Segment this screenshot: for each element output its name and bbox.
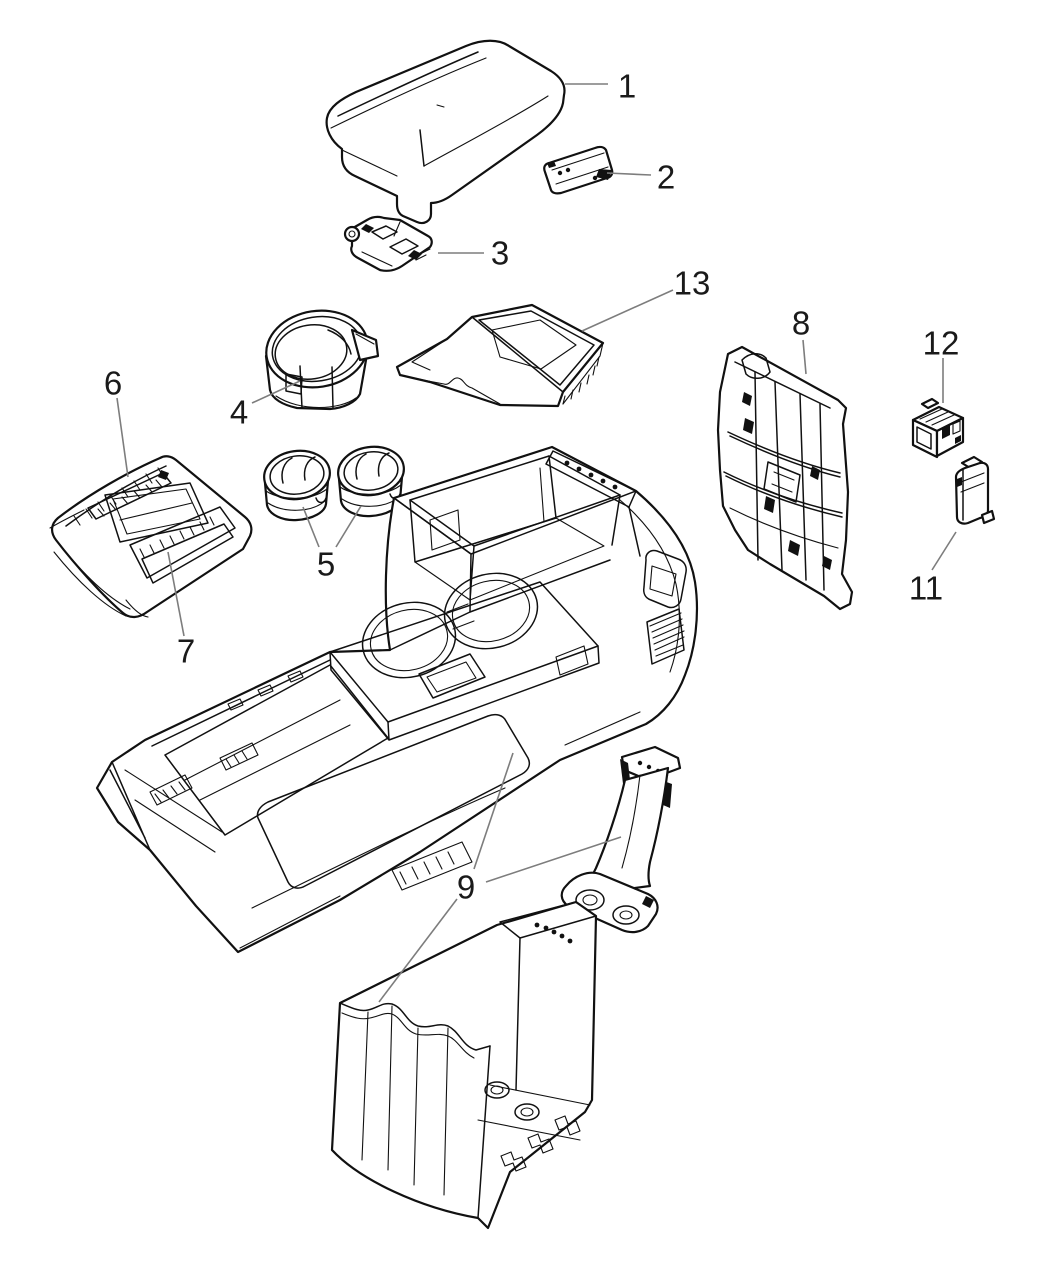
callout-2-label: 2 [657, 159, 675, 196]
callout-5-leader-1 [335, 505, 362, 548]
part-cupholder-insert-drawing [264, 309, 380, 411]
callout-9-leader-2 [378, 898, 458, 1003]
part-rear-trim-panel-drawing [716, 345, 854, 611]
callout-4-label: 4 [230, 394, 248, 431]
part-console-body-drawing [95, 445, 699, 954]
callout-5-label: 5 [317, 546, 335, 583]
callout-1-label: 1 [618, 68, 636, 105]
callout-9-leader-0 [473, 752, 514, 870]
part-power-outlet-connector-drawing [911, 397, 965, 459]
part-front-tray-bezel-drawing [49, 455, 253, 619]
part-rear-duct-drawing [560, 745, 682, 934]
part-hinge-plate-drawing [543, 145, 614, 195]
callout-9-label: 9 [457, 869, 475, 906]
callout-7-leader-0 [167, 551, 185, 637]
callout-13-label: 13 [674, 265, 711, 302]
part-lower-housing-drawing [330, 900, 598, 1230]
part-latch-mechanism-drawing [343, 215, 433, 272]
callout-12-label: 12 [923, 325, 960, 362]
callout-3-label: 3 [491, 235, 509, 272]
callout-2-leader-0 [606, 172, 652, 176]
callout-6-label: 6 [104, 365, 122, 402]
callout-5-leader-0 [302, 506, 320, 548]
part-storage-bin-drawing [395, 303, 605, 408]
part-electronic-module-drawing [954, 455, 996, 525]
callout-11-label: 11 [909, 570, 943, 607]
callout-7-label: 7 [177, 633, 195, 670]
callout-4-leader-0 [251, 380, 301, 404]
part-armrest-lid-drawing [325, 39, 566, 225]
callout-13-leader-0 [581, 289, 674, 332]
callout-9-leader-1 [485, 836, 622, 883]
callout-8-label: 8 [792, 305, 810, 342]
callout-11-leader-0 [931, 531, 957, 571]
callout-8-leader-0 [802, 339, 807, 375]
part-cup-liners-drawing [263, 445, 405, 522]
callout-6-leader-0 [116, 397, 129, 478]
